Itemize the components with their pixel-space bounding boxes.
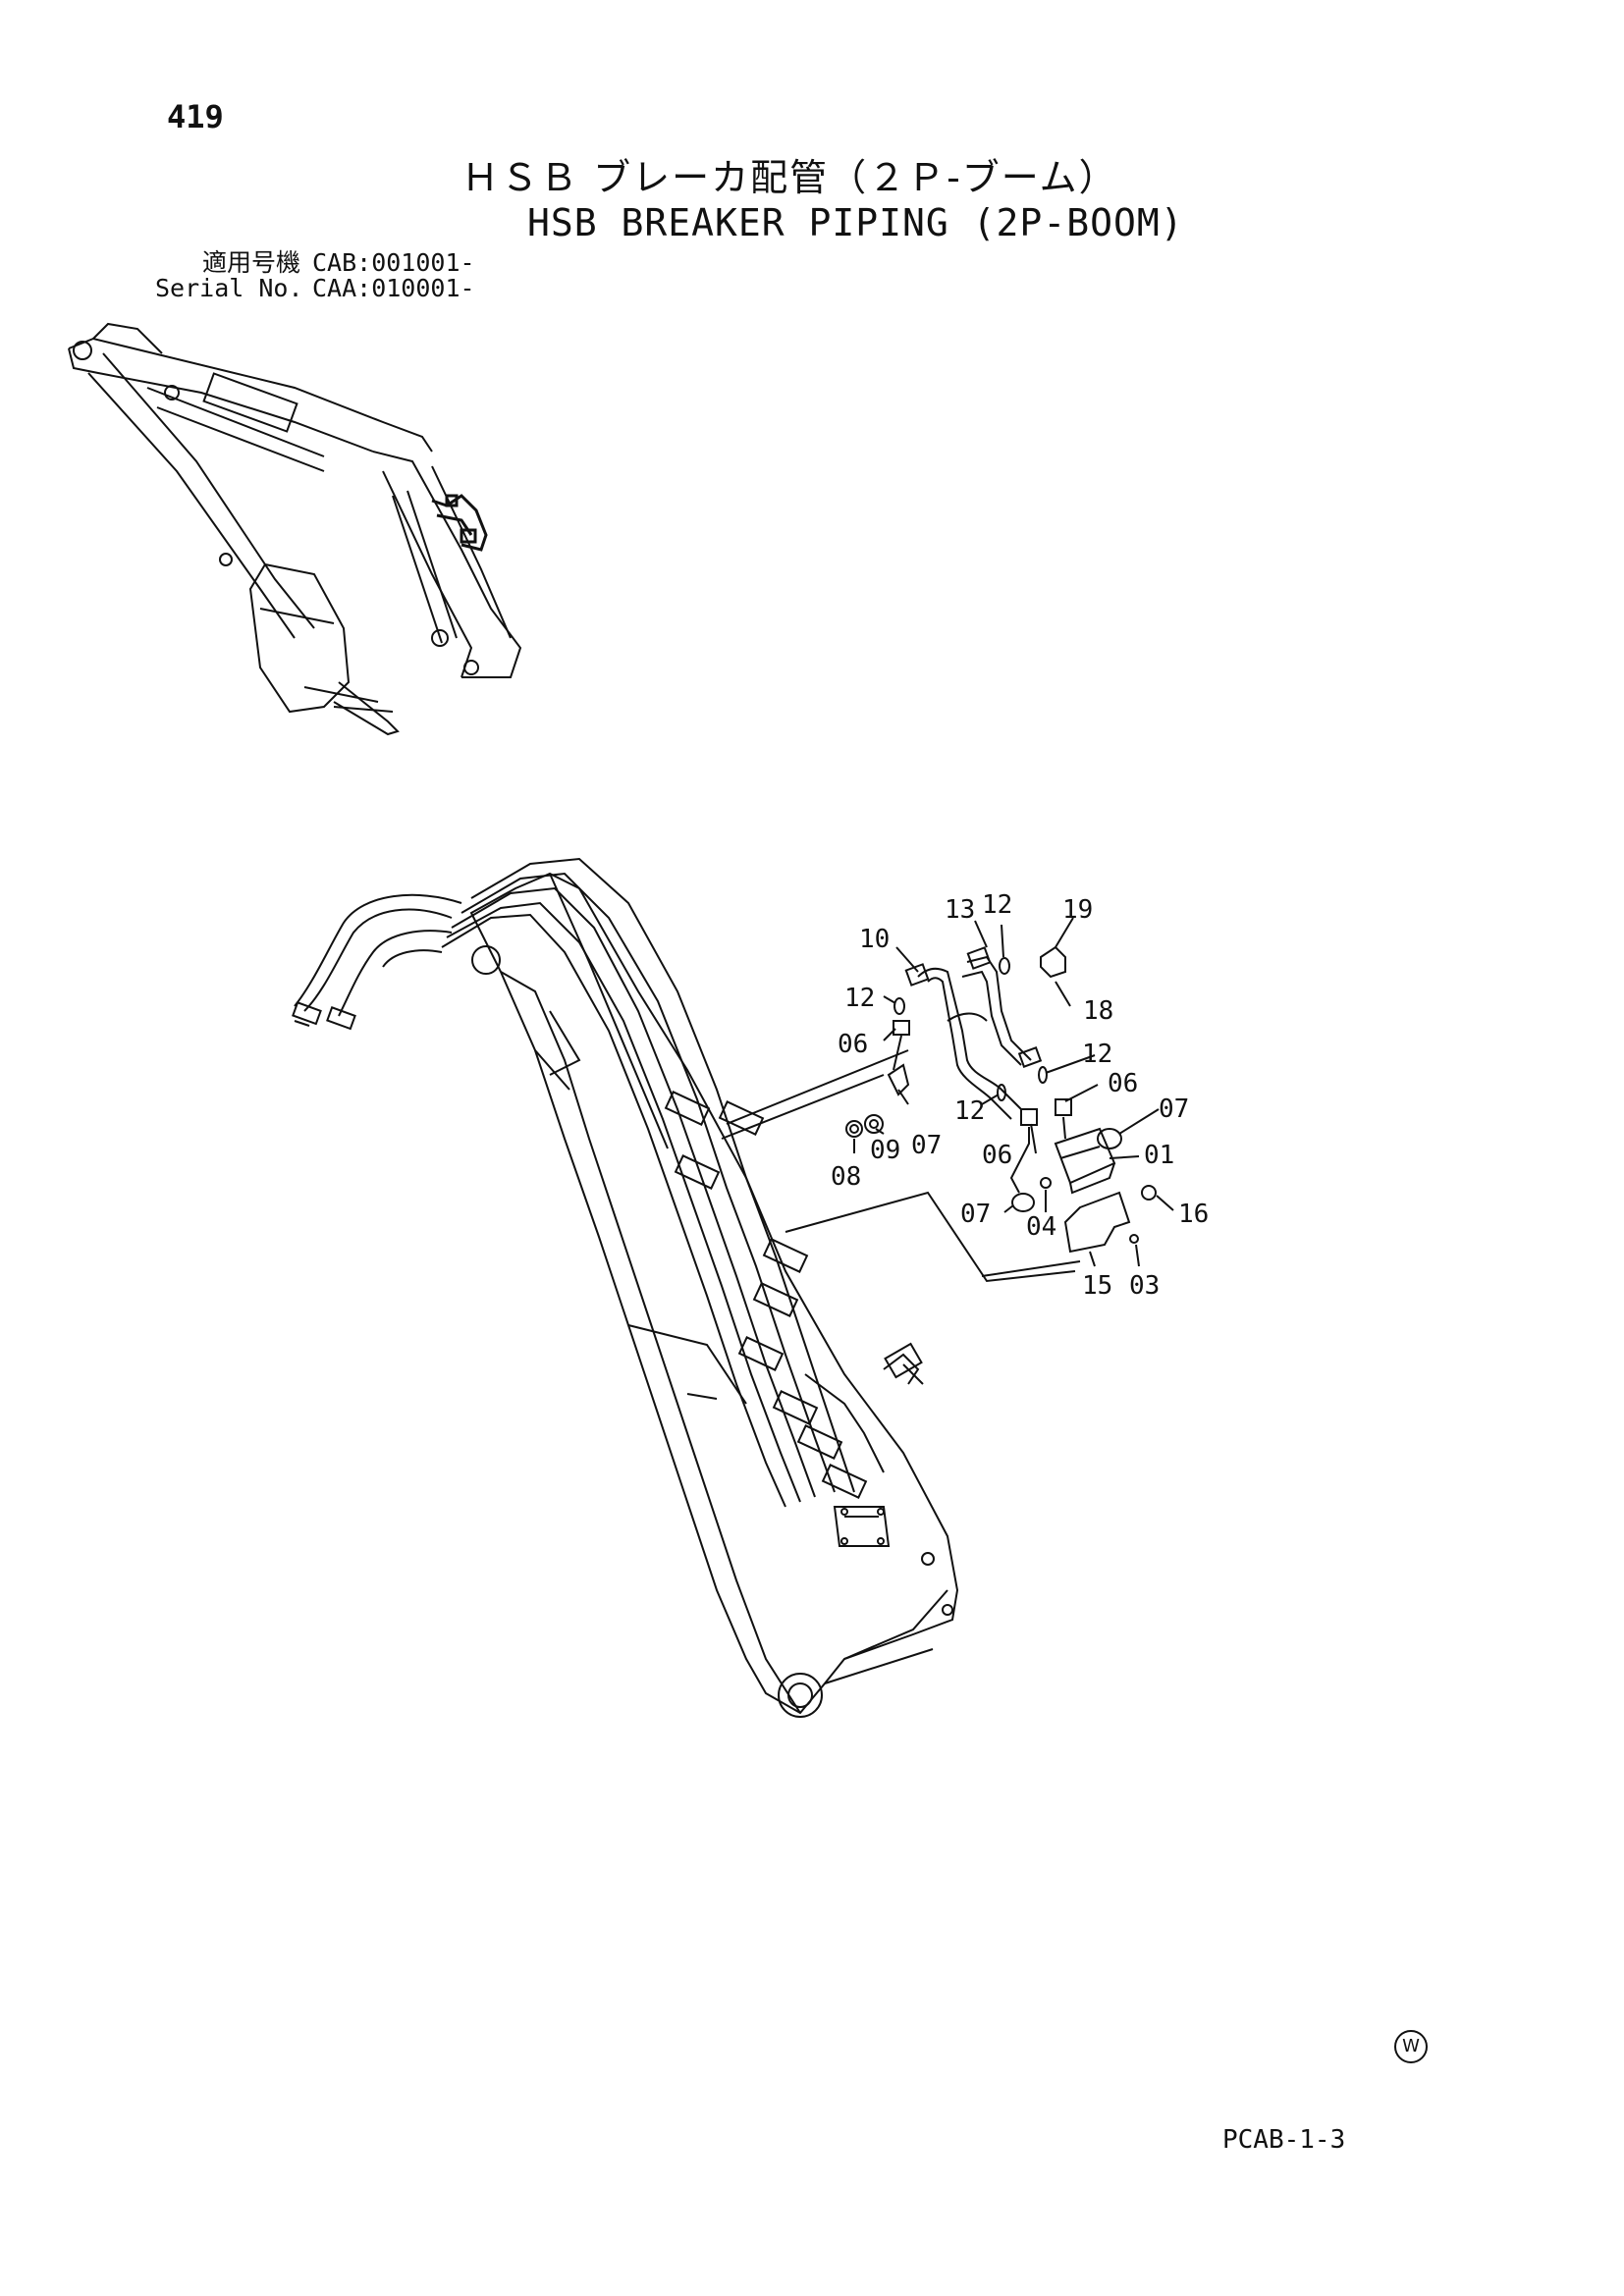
callout-label: 16	[1178, 1200, 1209, 1229]
w-circle-mark: W	[1394, 2030, 1428, 2063]
boom-main-drawing	[292, 857, 1081, 1718]
callout-label: 12	[844, 984, 875, 1013]
serial-info: 適用号機 CAB:001001- Serial No. CAA:010001-	[155, 250, 475, 301]
callout-label: 12	[1082, 1040, 1112, 1069]
callout-label: 06	[1108, 1069, 1138, 1098]
callout-label: 10	[859, 925, 890, 954]
serial-row-number: Serial No. CAA:010001-	[155, 276, 475, 301]
callout-labels: 13 12 19 10 12 18 06 12 12 06 07 07 08 0…	[831, 890, 1209, 1301]
piping-detail	[845, 917, 1174, 1267]
callout-label: 07	[960, 1200, 991, 1229]
callout-label: 12	[954, 1096, 985, 1126]
serial-label: 適用号機	[201, 248, 300, 277]
callout-label: 13	[945, 895, 975, 925]
callout-label: 07	[1159, 1095, 1189, 1124]
callout-label: 01	[1144, 1141, 1174, 1170]
callout-label: 07	[911, 1131, 942, 1160]
serial-value: CAB:001001-	[312, 248, 475, 277]
callout-label: 18	[1083, 996, 1113, 1026]
callout-label: 03	[1129, 1271, 1160, 1301]
callout-label: 06	[838, 1030, 868, 1059]
callout-label: 12	[982, 890, 1012, 920]
serial-row-applicable: 適用号機 CAB:001001-	[155, 250, 475, 276]
callout-label: 06	[982, 1141, 1012, 1170]
overview-excavator-icon	[68, 322, 522, 736]
callout-label: 19	[1062, 895, 1093, 925]
callout-label: 04	[1026, 1212, 1056, 1242]
title-japanese: ＨＳＢ ブレーカ配管（２Ｐ-ブーム）	[461, 156, 1118, 199]
page-number: 419	[167, 98, 224, 135]
callout-label: 09	[870, 1136, 900, 1165]
callout-label: 08	[831, 1162, 861, 1192]
title-english: HSB BREAKER PIPING (2P-BOOM)	[527, 201, 1184, 244]
callout-label: 15	[1082, 1271, 1112, 1301]
footer-code: PCAB-1-3	[1222, 2125, 1346, 2155]
serial-value: CAA:010001-	[312, 274, 475, 302]
serial-label: Serial No.	[155, 274, 303, 302]
